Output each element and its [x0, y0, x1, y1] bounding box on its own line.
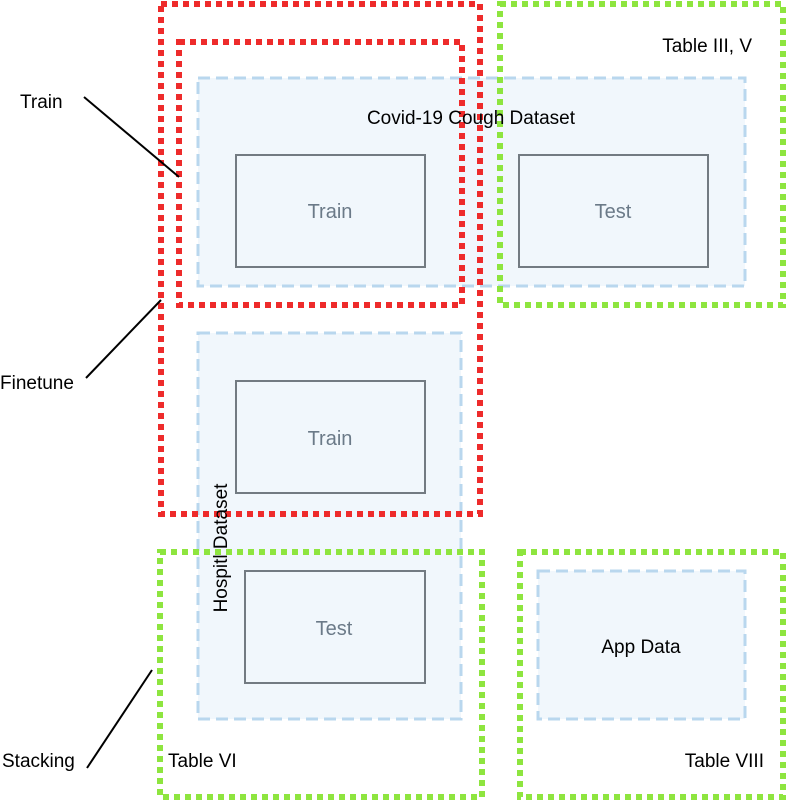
- table-iii-v-frame: [497, 1, 786, 308]
- table-vi-label: Table VI: [168, 751, 237, 772]
- train-side-label: Train: [20, 92, 63, 113]
- table-viii-frame: [517, 549, 786, 800]
- table-iii-v-label: Table III, V: [662, 36, 752, 57]
- table-vi-frame: [157, 549, 485, 800]
- hospital-test-label: Test: [316, 618, 353, 640]
- finetune-outer-frame: [158, 1, 483, 517]
- train-inner-frame: [176, 39, 465, 308]
- stacking-side-label: Stacking: [2, 751, 75, 772]
- covid-test-box: [518, 154, 709, 268]
- app-data-container: [536, 569, 747, 721]
- covid-train-box: [235, 154, 426, 268]
- table-viii-label: Table VIII: [685, 751, 764, 772]
- hospital-test-box: [244, 570, 426, 684]
- stacking-leader-line: [86, 669, 153, 769]
- covid-dataset-label: Covid-19 Cough Dataset: [367, 108, 576, 129]
- hospital-train-box: [235, 380, 426, 494]
- finetune-leader-line: [85, 299, 162, 379]
- train-leader-line: [83, 96, 180, 178]
- covid-test-label: Test: [595, 201, 632, 223]
- hospital-train-label: Train: [308, 428, 353, 450]
- hospital-dataset-label: Hospitl Dataset: [211, 483, 232, 613]
- finetune-side-label: Finetune: [0, 373, 74, 394]
- covid-train-label: Train: [308, 201, 353, 223]
- app-data-label: App Data: [601, 637, 681, 658]
